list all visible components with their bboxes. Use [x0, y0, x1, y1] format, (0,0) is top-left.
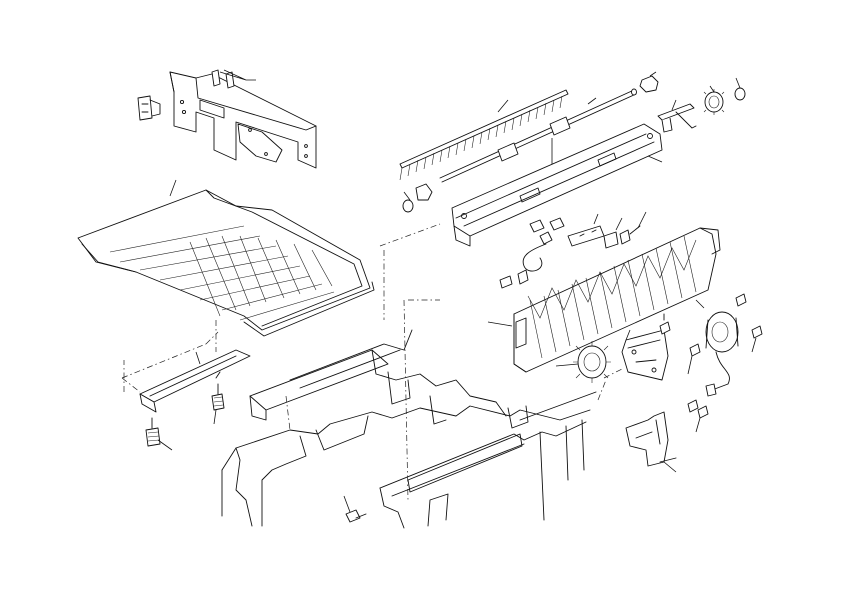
bushing — [639, 71, 659, 93]
harness — [499, 243, 547, 289]
bushing — [402, 183, 433, 213]
roller-shaft — [439, 88, 637, 183]
idler-gear — [555, 341, 611, 383]
screw — [529, 217, 565, 245]
side-bracket — [169, 71, 317, 169]
sensor-bracket — [657, 99, 697, 133]
support-rail — [139, 349, 251, 413]
stepper-motor — [695, 299, 739, 397]
photo-sensor — [567, 211, 647, 249]
grommet — [211, 69, 256, 89]
thumb-screw — [145, 417, 173, 451]
screw — [687, 399, 709, 433]
screw — [735, 293, 763, 353]
bracket-clip — [137, 95, 161, 121]
guide-plate — [451, 123, 663, 247]
gear — [703, 85, 725, 115]
lever-bracket — [625, 411, 677, 473]
e-ring — [734, 77, 746, 101]
frame — [123, 223, 625, 529]
corrugated-guide — [487, 227, 721, 373]
thumb-screw — [211, 383, 225, 425]
exit-tray — [77, 179, 375, 337]
screw — [343, 495, 367, 523]
static-brush — [399, 89, 569, 181]
motor-bracket — [621, 329, 669, 381]
screw — [659, 313, 701, 375]
